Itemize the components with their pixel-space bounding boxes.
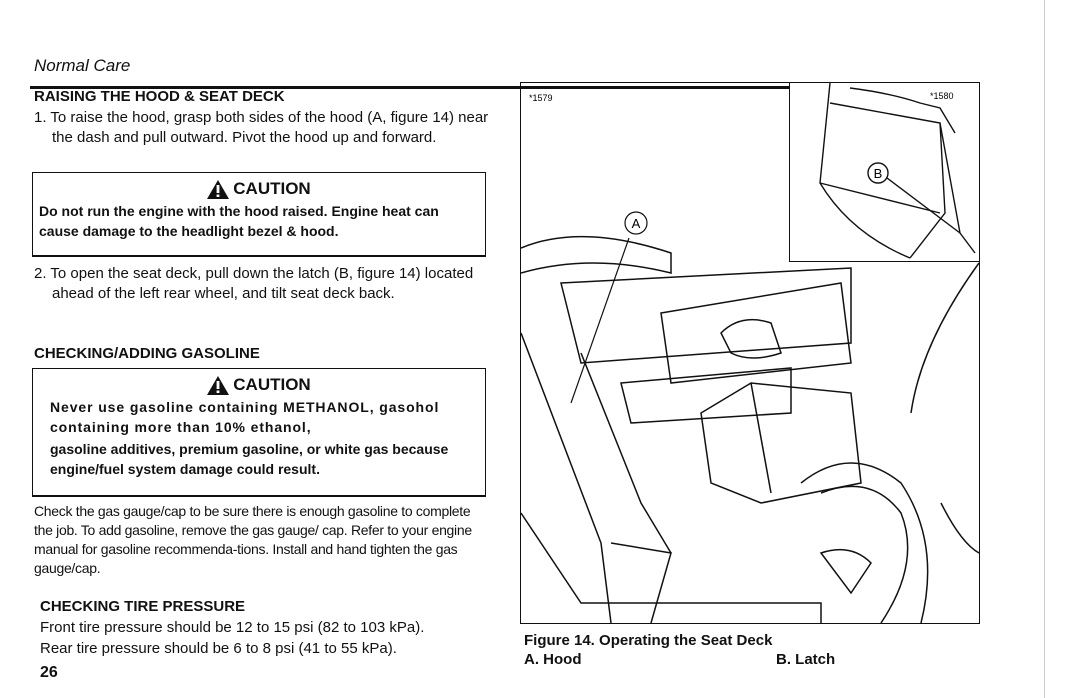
page-number: 26 <box>40 664 58 681</box>
step-1: 1. To raise the hood, grasp both sides o… <box>34 109 489 146</box>
figure-14: A *1579 B *1580 <box>520 82 980 624</box>
header-rule <box>30 86 970 89</box>
caution-box-2: CAUTION Never use gasoline containing ME… <box>32 368 486 497</box>
latch-illustration: B *1580 <box>819 82 976 259</box>
tire-front: Front tire pressure should be 12 to 15 p… <box>40 619 425 636</box>
heading-gasoline: CHECKING/ADDING GASOLINE <box>34 345 260 362</box>
svg-text:*1579: *1579 <box>529 93 553 103</box>
caution-text-2: gasoline additives, premium gasoline, or… <box>50 441 449 477</box>
svg-text:B: B <box>874 166 883 181</box>
heading-raising: RAISING THE HOOD & SEAT DECK <box>34 88 285 105</box>
page-edge <box>1044 0 1045 698</box>
warning-icon <box>207 179 230 199</box>
callout-a: A <box>632 216 641 231</box>
caution-title: CAUTION <box>233 179 311 198</box>
seat-deck-illustration: A *1579 <box>521 93 979 623</box>
figure-caption: Figure 14. Operating the Seat Deck <box>524 632 773 649</box>
section-header: Normal Care <box>34 56 131 75</box>
gasoline-body: Check the gas gauge/cap to be sure there… <box>34 503 472 576</box>
caution-text: Do not run the engine with the hood rais… <box>39 203 439 239</box>
warning-icon <box>207 375 230 395</box>
inset-latch: B *1580 <box>789 82 980 262</box>
legend-hood: A. Hood <box>524 651 582 668</box>
legend-latch: B. Latch <box>776 651 836 668</box>
svg-text:*1580: *1580 <box>930 91 954 101</box>
caution-title: CAUTION <box>233 375 311 394</box>
caution-box-1: CAUTION Do not run the engine with the h… <box>32 172 486 257</box>
tire-rear: Rear tire pressure should be 6 to 8 psi … <box>40 640 397 657</box>
step-2: 2. To open the seat deck, pull down the … <box>34 265 474 302</box>
heading-tire: CHECKING TIRE PRESSURE <box>40 598 246 615</box>
caution-text-1: Never use gasoline containing METHANOL, … <box>50 399 440 435</box>
